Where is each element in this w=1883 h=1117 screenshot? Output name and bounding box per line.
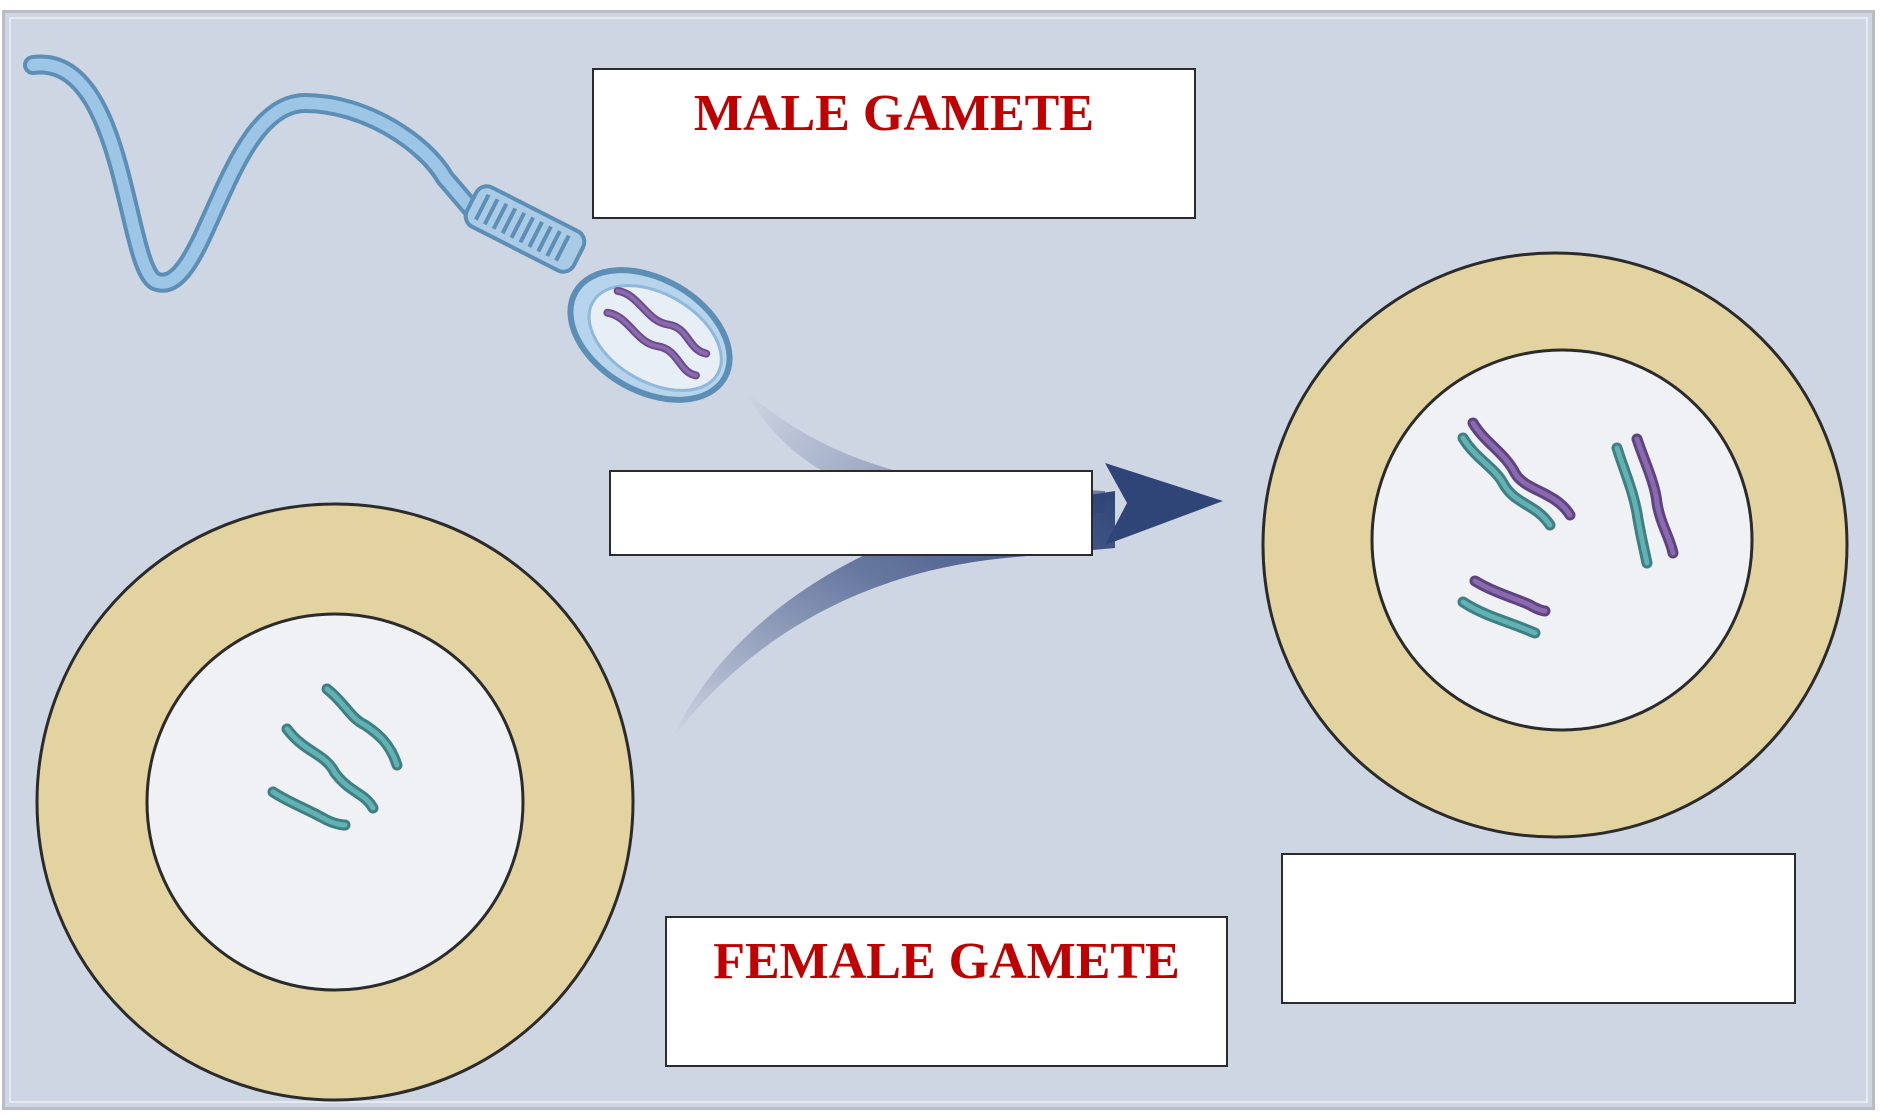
diagram-frame: MALE GAMETE FEMALE GAMETE (2, 10, 1875, 1110)
male-gamete-label: MALE GAMETE (594, 70, 1194, 140)
female-gamete-label: FEMALE GAMETE (667, 918, 1226, 988)
zygote-label-box (1281, 853, 1796, 1004)
fertilization-label-box (609, 470, 1093, 556)
zygote-label (1283, 855, 1794, 873)
egg-cell-icon (37, 504, 633, 1100)
male-gamete-label-box: MALE GAMETE (592, 68, 1196, 219)
fertilization-label (611, 472, 1091, 490)
fertilization-arrow-icon (673, 391, 1223, 738)
female-gamete-label-box: FEMALE GAMETE (665, 916, 1228, 1067)
zygote-cell-icon (1263, 253, 1847, 837)
